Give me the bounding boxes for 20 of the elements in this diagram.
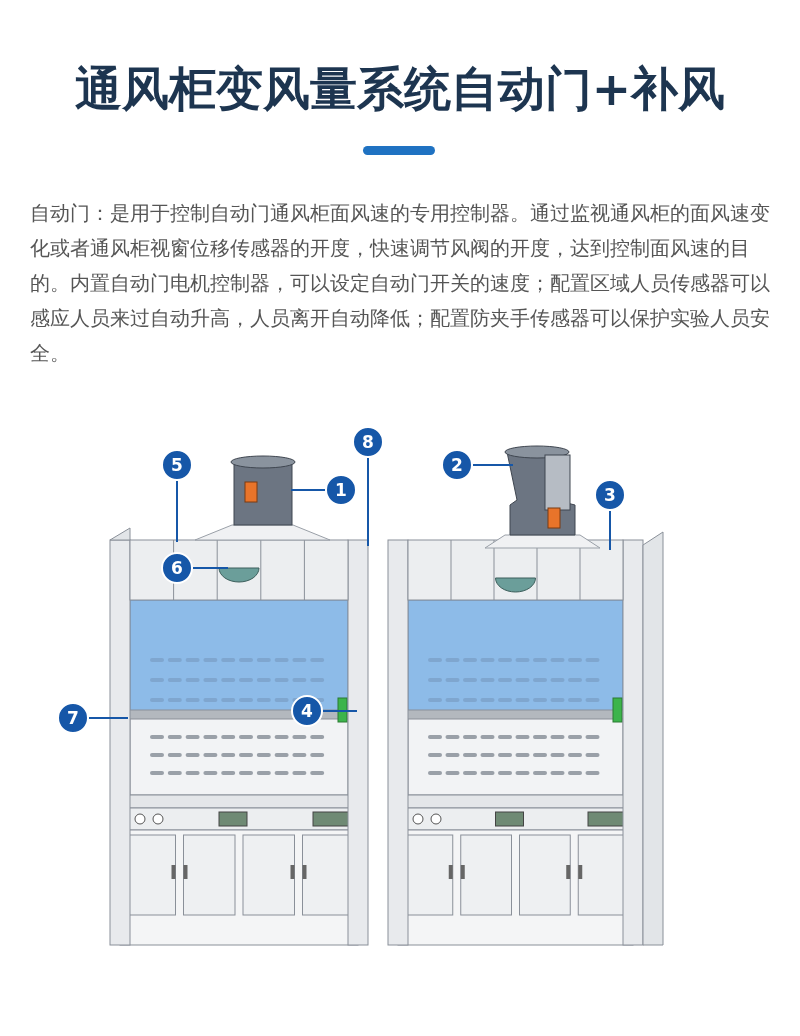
callout-number: 1 xyxy=(325,474,357,506)
page-title: 通风柜变风量系统自动门+补风 xyxy=(73,60,727,118)
callout-number: 8 xyxy=(352,426,384,458)
leader-line xyxy=(472,464,514,466)
air-damper-drawing xyxy=(194,455,331,541)
fume-hood-drawing xyxy=(109,527,369,946)
leader-line xyxy=(88,717,129,719)
leader-line xyxy=(176,480,178,543)
callout-number: 7 xyxy=(57,702,89,734)
callout-number: 5 xyxy=(161,449,193,481)
callout-number: 3 xyxy=(594,479,626,511)
leader-line xyxy=(192,567,229,569)
leader-line xyxy=(367,457,369,547)
leader-line xyxy=(290,489,326,491)
leader-line xyxy=(609,510,611,551)
air-damper-drawing xyxy=(484,445,601,549)
leader-line xyxy=(322,710,358,712)
description-paragraph: 自动门：是用于控制自动门通风柜面风速的专用控制器。通过监视通风柜的面风速变化或者通风柜视窗位移传感器的开度，快速调节风阀的开度，达到控制面风速的目的。内置自动门电机控制器，可以设定自动门开关的速度；配置区域人员传感器可以感应人员来过自动升高，人员离开自动降低；配置防夹手传感器可以保护实验人员安全。 xyxy=(30,201,770,367)
fume-hood-drawing xyxy=(387,531,664,946)
callout-number: 2 xyxy=(441,449,473,481)
